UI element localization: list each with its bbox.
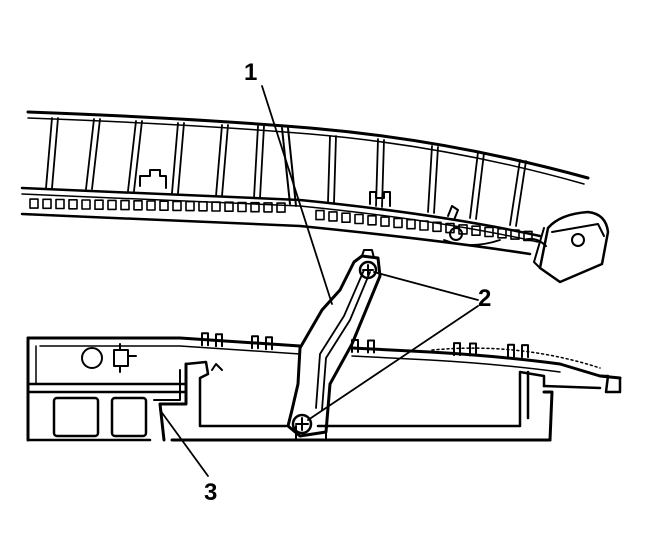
rail-slot	[367, 215, 377, 226]
frame-stud	[215, 333, 223, 348]
upper-panel	[20, 110, 610, 284]
rail-slot	[380, 216, 390, 227]
bracket-fastener-top	[358, 260, 378, 280]
rail-slot	[172, 200, 182, 212]
callout-2: 2	[478, 285, 491, 312]
rail-slot	[510, 229, 520, 240]
rail-slot	[159, 200, 169, 211]
bracket	[286, 249, 382, 438]
rail-slot	[29, 198, 39, 209]
rail-slot	[198, 201, 208, 212]
rail-slot	[406, 218, 416, 230]
rail-slot	[94, 199, 104, 210]
rail-slot	[471, 225, 481, 236]
panel-clip-center	[369, 191, 391, 207]
frame-stud	[469, 342, 477, 357]
frame-stud	[351, 339, 359, 353]
frame-stud	[521, 344, 529, 359]
rail-slot	[276, 202, 286, 213]
frame-stud	[453, 342, 461, 357]
rail-slot	[185, 200, 195, 212]
frame-studs	[201, 332, 529, 359]
leader-line-2b	[307, 305, 479, 421]
end-latch	[523, 210, 610, 284]
rail-slot	[81, 199, 91, 210]
callout-1: 1	[244, 59, 257, 86]
lower-frame	[26, 332, 622, 442]
rail-slot	[419, 220, 429, 231]
frame-stud	[367, 339, 375, 354]
leader-lines	[159, 85, 479, 477]
rail-slot	[523, 230, 533, 242]
rail-slot	[484, 226, 494, 238]
rail-slot	[315, 209, 325, 221]
leader-line-2a	[373, 271, 479, 301]
leader-line-3	[159, 409, 209, 477]
rail-slot	[55, 198, 65, 210]
rail-slot	[328, 211, 338, 222]
frame-stud	[201, 332, 209, 347]
rail-slot	[354, 213, 364, 225]
panel-ribs	[45, 117, 527, 227]
rail-slot	[146, 200, 156, 211]
rail-slot	[263, 202, 273, 213]
rail-slot	[393, 217, 403, 229]
rail-slot	[432, 221, 442, 233]
frame-stud	[251, 335, 259, 350]
slot-rail	[29, 198, 533, 242]
rail-slot	[68, 199, 78, 210]
rail-slot	[211, 201, 221, 212]
rail-slot	[341, 212, 351, 223]
rail-slot	[107, 199, 117, 211]
panel-fastener	[443, 205, 501, 246]
rail-slot	[497, 228, 507, 239]
frame-connector	[113, 343, 137, 373]
frame-stud	[507, 343, 515, 358]
rail-slot	[42, 198, 52, 210]
leader-line-1	[261, 85, 333, 305]
panel-clip-left	[139, 169, 167, 189]
frame-grommet	[81, 347, 103, 369]
rail-slot	[133, 200, 143, 211]
callout-3: 3	[204, 479, 217, 506]
rail-slot	[120, 199, 130, 211]
rail-slot	[237, 201, 247, 213]
bracket-fastener-bottom	[291, 413, 313, 435]
frame-stud	[265, 336, 273, 351]
rail-slot	[224, 201, 234, 212]
rail-slot	[250, 201, 260, 213]
